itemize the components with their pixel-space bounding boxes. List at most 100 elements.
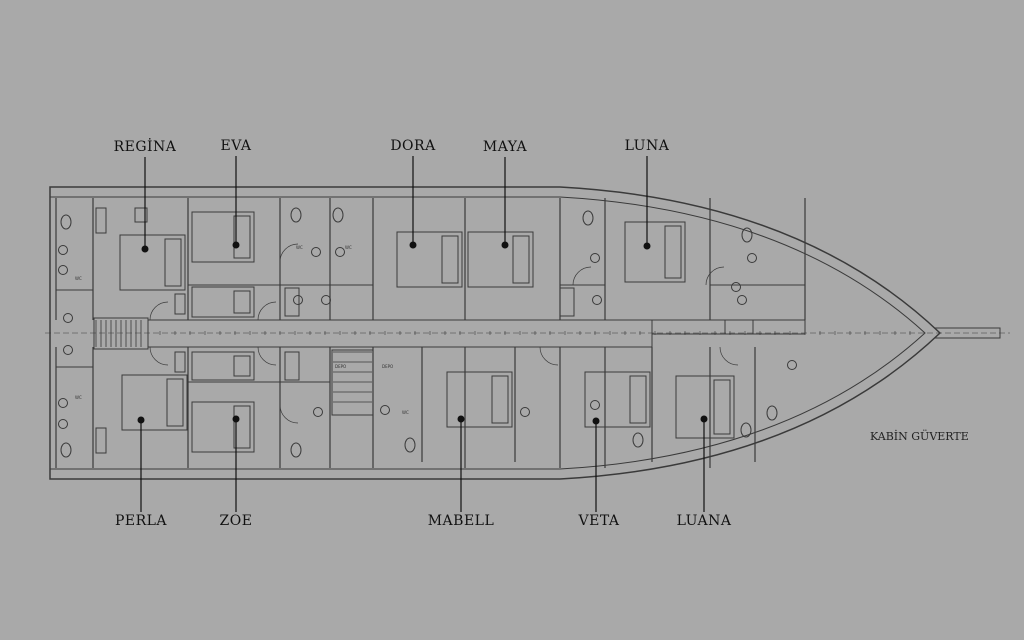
bed xyxy=(675,375,735,439)
cabin-marker-dot xyxy=(592,417,600,425)
wc-tag: WC xyxy=(75,276,82,281)
storage-tag: DEPO xyxy=(335,364,347,369)
pillow xyxy=(233,215,251,259)
door-swing xyxy=(279,404,299,424)
furniture xyxy=(284,287,300,317)
cabin-label-eva: EVA xyxy=(220,138,252,154)
sink xyxy=(787,360,797,370)
pillow xyxy=(164,238,182,287)
sink xyxy=(747,253,757,263)
sink xyxy=(590,400,600,410)
door-swing xyxy=(279,243,299,263)
cabin-label-veta: VETA xyxy=(578,513,620,529)
toilet xyxy=(632,432,644,448)
cabin-marker-dot xyxy=(409,241,417,249)
cabin-label-maya: MAYA xyxy=(482,139,528,155)
door-swing xyxy=(257,346,277,366)
pillow xyxy=(512,235,530,284)
sink xyxy=(335,247,345,257)
sink xyxy=(63,313,73,323)
sink xyxy=(58,419,68,429)
door-swing xyxy=(572,266,592,286)
bed xyxy=(119,234,186,291)
pillow xyxy=(233,405,251,449)
pillow xyxy=(629,375,647,424)
door-swing xyxy=(149,346,169,366)
sink xyxy=(321,295,331,305)
wc-tag: WC xyxy=(75,395,82,400)
toilet xyxy=(766,405,778,421)
pillow xyxy=(713,379,731,435)
bed xyxy=(396,231,463,288)
furniture xyxy=(559,287,575,317)
furniture xyxy=(724,319,754,335)
hull-inner-line xyxy=(50,196,926,470)
storage-tag: DEPO xyxy=(382,364,394,369)
toilet xyxy=(60,214,72,230)
sink xyxy=(58,245,68,255)
furniture xyxy=(284,351,300,381)
pillow xyxy=(233,355,251,377)
pillow xyxy=(166,378,184,427)
door-swing xyxy=(257,301,277,321)
sink xyxy=(380,405,390,415)
sink xyxy=(58,398,68,408)
pillow xyxy=(491,375,509,424)
sink xyxy=(293,295,303,305)
cabin-marker-dot xyxy=(137,416,145,424)
sink xyxy=(58,265,68,275)
bed xyxy=(446,371,513,428)
pillow xyxy=(441,235,459,284)
door-swing xyxy=(719,346,739,366)
wc-tag: WC xyxy=(345,245,352,250)
furniture xyxy=(134,207,148,223)
bed xyxy=(624,221,686,283)
deck-title: KABİN GÜVERTE xyxy=(870,430,969,443)
cabin-marker-dot xyxy=(501,241,509,249)
sink xyxy=(311,247,321,257)
door-swing xyxy=(149,301,169,321)
furniture xyxy=(95,207,107,234)
cabin-marker-dot xyxy=(141,245,149,253)
wc-tag: WC xyxy=(402,410,409,415)
forward-corridor xyxy=(651,319,806,335)
bed xyxy=(467,231,534,288)
cabin-marker-dot xyxy=(232,241,240,249)
toilet xyxy=(404,437,416,453)
center-stairs xyxy=(331,349,374,416)
toilet xyxy=(740,422,752,438)
cabin-label-dora: DORA xyxy=(390,138,436,154)
toilet xyxy=(332,207,344,223)
cabin-label-regina: REGİNA xyxy=(113,139,177,155)
wc-tag: WC xyxy=(296,245,303,250)
bed xyxy=(584,371,651,428)
toilet xyxy=(60,442,72,458)
sink xyxy=(590,253,600,263)
toilet xyxy=(741,227,753,243)
sink xyxy=(63,345,73,355)
cabin-marker-dot xyxy=(700,415,708,423)
cabin-marker-dot xyxy=(643,242,651,250)
door-swing xyxy=(539,346,559,366)
sink xyxy=(592,295,602,305)
sink xyxy=(313,407,323,417)
pillow xyxy=(233,290,251,314)
furniture xyxy=(174,293,186,315)
toilet xyxy=(290,207,302,223)
bed xyxy=(191,286,255,318)
bed xyxy=(191,351,255,381)
sink xyxy=(520,407,530,417)
bed xyxy=(191,401,255,453)
furniture xyxy=(95,427,107,454)
cabin-marker-dot xyxy=(457,415,465,423)
sink xyxy=(737,295,747,305)
furniture xyxy=(174,351,186,373)
pillow xyxy=(664,225,682,279)
cabin-label-zoe: ZOE xyxy=(219,513,253,529)
sink xyxy=(731,282,741,292)
bed xyxy=(121,374,188,431)
door-swing xyxy=(705,266,725,286)
cabin-label-luna: LUNA xyxy=(624,138,670,154)
